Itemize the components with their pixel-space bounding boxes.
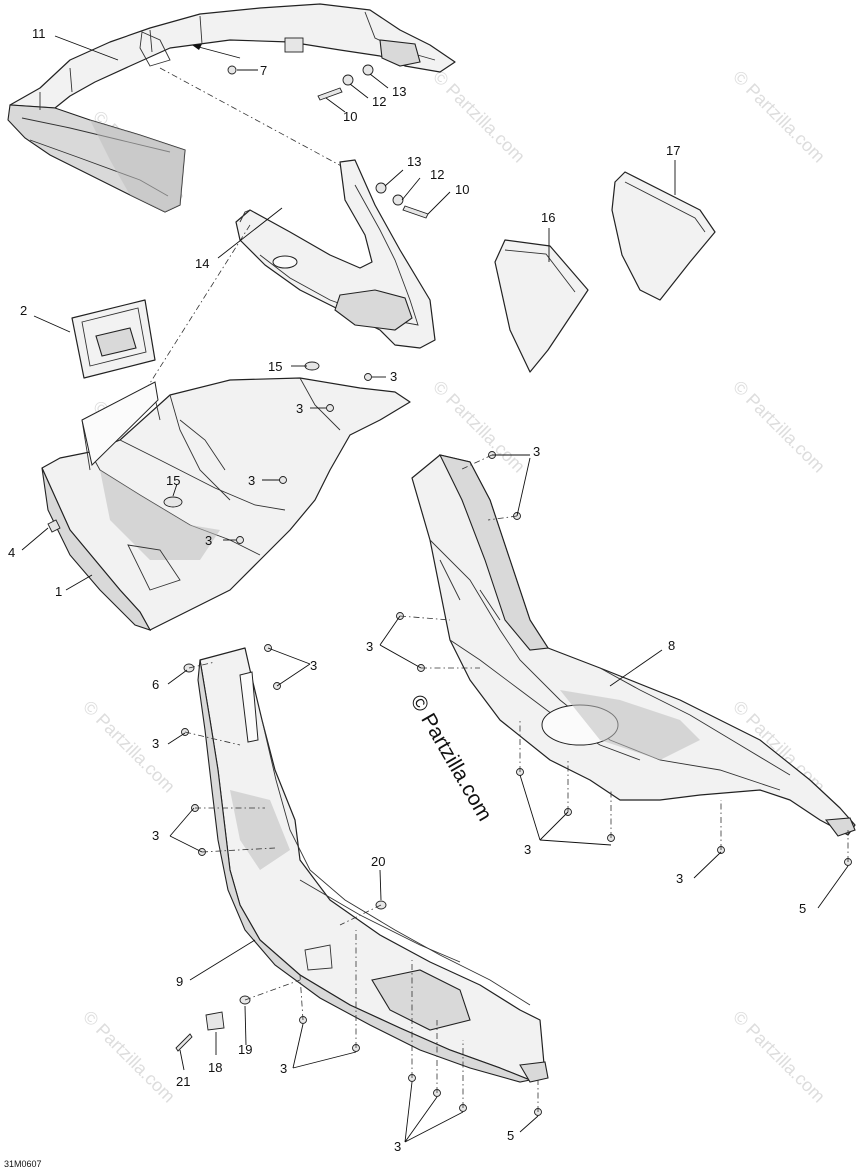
watermark: © Partzilla.com — [729, 377, 829, 477]
callout-3: 3 — [366, 639, 373, 654]
callout-16: 16 — [541, 210, 555, 225]
callout-15: 15 — [268, 359, 282, 374]
callout-8: 8 — [668, 638, 675, 653]
callout-14: 14 — [195, 256, 209, 271]
callout-3: 3 — [248, 473, 255, 488]
callout-3: 3 — [524, 842, 531, 857]
callout-5: 5 — [507, 1128, 514, 1143]
callout-12: 12 — [430, 167, 444, 182]
fasteners-part-1 — [47, 361, 372, 544]
callout-18: 18 — [208, 1060, 222, 1075]
part-1-lower-console — [41, 377, 411, 631]
part-8-side-panel — [411, 454, 856, 837]
assembly-line — [159, 67, 346, 169]
callout-3: 3 — [310, 658, 317, 673]
part-17-pad — [611, 171, 716, 301]
callout-9: 9 — [176, 974, 183, 989]
callout-19: 19 — [238, 1042, 252, 1057]
callout-12: 12 — [372, 94, 386, 109]
arrow-head — [192, 44, 202, 50]
assembly-lines — [184, 454, 849, 1112]
callout-13: 13 — [407, 154, 421, 169]
callout-3: 3 — [394, 1139, 401, 1154]
callout-3: 3 — [205, 533, 212, 548]
callout-labels: 11 7 13 12 10 13 12 10 17 16 14 2 15 3 3… — [8, 26, 806, 1154]
callout-3: 3 — [296, 401, 303, 416]
center-watermark: © Partzilla.com — [406, 691, 497, 825]
callout-17: 17 — [666, 143, 680, 158]
callout-15: 15 — [166, 473, 180, 488]
callout-13: 13 — [392, 84, 406, 99]
callout-3: 3 — [280, 1061, 287, 1076]
part-2-label — [71, 299, 156, 379]
part-14-bracket — [235, 159, 436, 349]
watermark: © Partzilla.com — [729, 67, 829, 167]
callout-2: 2 — [20, 303, 27, 318]
watermark: © Partzilla.com — [79, 697, 179, 797]
watermark: © Partzilla.com — [79, 1007, 179, 1107]
callout-3: 3 — [533, 444, 540, 459]
callout-3: 3 — [390, 369, 397, 384]
direction-arrow — [194, 45, 241, 59]
callout-3: 3 — [152, 736, 159, 751]
callout-10: 10 — [343, 109, 357, 124]
callout-4: 4 — [8, 545, 15, 560]
callout-5: 5 — [799, 901, 806, 916]
callout-6: 6 — [152, 677, 159, 692]
callout-1: 1 — [55, 584, 62, 599]
callout-7: 7 — [260, 63, 267, 78]
callout-11: 11 — [32, 26, 46, 41]
part-11-upper-console — [7, 3, 456, 213]
watermark: © Partzilla.com — [729, 1007, 829, 1107]
callout-10: 10 — [455, 182, 469, 197]
callout-21: 21 — [176, 1074, 190, 1089]
drawing-code: 31M0607 — [4, 1159, 42, 1169]
part-9-side-panel — [197, 647, 549, 1083]
part-16-pad — [494, 239, 589, 373]
callout-3: 3 — [152, 828, 159, 843]
watermark: © Partzilla.com — [429, 67, 529, 167]
callout-3: 3 — [676, 871, 683, 886]
callout-20: 20 — [371, 854, 385, 869]
fasteners-top — [227, 64, 429, 219]
leader-lines — [21, 35, 849, 1143]
assembly-line — [94, 224, 251, 471]
